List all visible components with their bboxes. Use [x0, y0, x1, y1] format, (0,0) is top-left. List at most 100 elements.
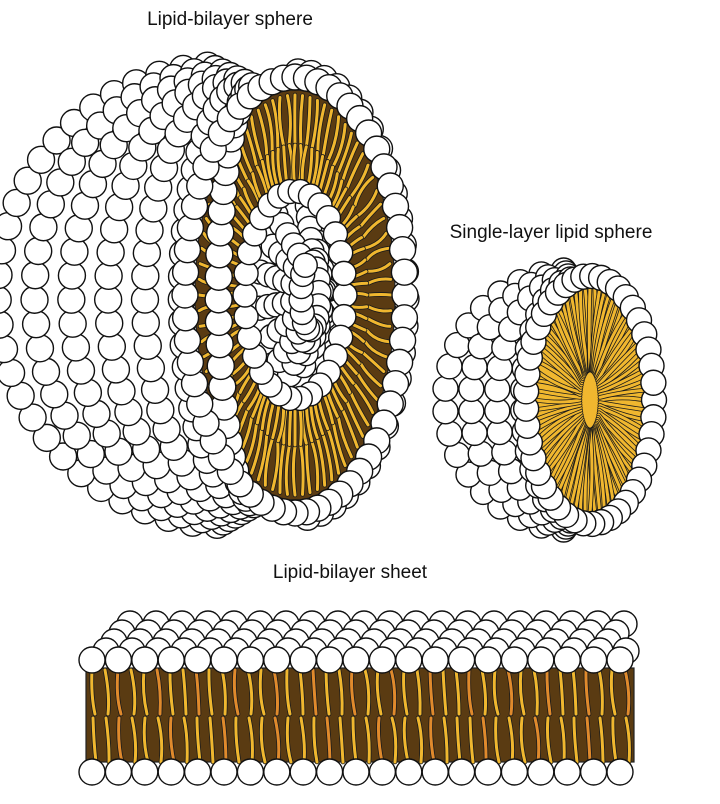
lipid-head [368, 646, 397, 674]
lipid-head [42, 126, 71, 155]
lipid-head [0, 334, 19, 364]
lipid-tail [467, 668, 474, 716]
lipid-tail [364, 716, 371, 764]
lipid-head [23, 236, 53, 266]
lipid-head [183, 646, 212, 674]
lipid-tail [519, 716, 527, 764]
lipid-tail [168, 716, 176, 764]
lipid-tail [258, 668, 266, 716]
lipid-tail [598, 406, 645, 431]
lipid-tail [366, 317, 392, 328]
lipid-tail [336, 416, 353, 459]
lipid-head [395, 646, 423, 674]
lipid-tail [578, 288, 590, 372]
lipid-tail [611, 716, 618, 764]
lipid-head [0, 236, 17, 265]
lipid-head [447, 758, 476, 786]
lipid-head [432, 398, 459, 425]
lipid-tail [518, 668, 526, 716]
lipid-tail [271, 441, 280, 491]
lipid-tail [285, 716, 293, 764]
lipid-tail [310, 441, 320, 491]
lipid-tail [597, 351, 642, 389]
lipid-tail [332, 122, 347, 167]
bilayer-sheet-label: Lipid-bilayer sheet [272, 562, 428, 583]
lipid-tail [492, 668, 500, 716]
lipid-tail [375, 668, 383, 716]
lipid-head [395, 758, 423, 786]
lipid-tail [367, 292, 393, 297]
lipid-tail [356, 189, 379, 218]
lipid-tail [234, 716, 241, 764]
lipid-tail [596, 326, 634, 383]
lipid-head [391, 281, 419, 309]
lipid-tail [284, 445, 291, 496]
lipid-head [66, 356, 96, 385]
lipid-tail [298, 668, 305, 716]
lipid-tail [271, 99, 280, 149]
lipid-tail [291, 445, 297, 497]
lipid-head [58, 309, 87, 338]
lipid-bilayer-sheet-illustration [78, 610, 640, 786]
lipid-tail [350, 668, 357, 716]
lipid-head [26, 145, 56, 175]
lipid-tail [598, 401, 647, 412]
lipid-head [13, 166, 42, 195]
lipid-head [315, 758, 344, 786]
lipid-tail [480, 668, 488, 716]
lipid-tail [141, 668, 149, 716]
lipid-head [20, 285, 49, 314]
lipid-tail [353, 382, 375, 415]
lipid-head [263, 758, 291, 786]
lipid-tail [363, 668, 371, 716]
lipid-head [500, 646, 529, 674]
lipid-tail [345, 152, 365, 190]
lipid-head [210, 646, 238, 674]
lipid-head [157, 758, 185, 786]
lipid-tail [595, 419, 631, 481]
lipid-tail [359, 202, 383, 228]
lipid-tail [428, 668, 435, 716]
lipid-tail [416, 716, 424, 764]
lipid-tail [598, 388, 647, 399]
lipid-tail [389, 668, 397, 716]
lipid-tail [441, 668, 448, 716]
single-layer-lipid-sphere-illustration [432, 257, 668, 543]
lipid-head [183, 758, 212, 786]
lipid-tail [585, 716, 592, 764]
lipid-head [32, 423, 62, 453]
lipid-tail [597, 411, 642, 449]
lipid-head [210, 758, 238, 786]
lipid-head [527, 758, 555, 786]
lipid-tail [533, 398, 582, 404]
lipid-tail [249, 115, 263, 162]
lipid-tail [208, 716, 215, 764]
lipid-tail [363, 340, 388, 359]
lipid-tail [559, 716, 566, 764]
lipid-head [171, 304, 200, 332]
lipid-head [157, 646, 185, 674]
lipid-tail [624, 716, 631, 764]
lipid-tail [337, 668, 344, 716]
lipid-tail [584, 668, 591, 716]
lipid-head [289, 646, 317, 674]
lipid-head [315, 646, 344, 674]
lipid-tail [299, 445, 305, 496]
lipid-head [131, 646, 159, 674]
lipid-head [458, 375, 485, 403]
lipid-tail [572, 716, 579, 764]
lipid-head [78, 646, 106, 674]
lipid-tail [543, 415, 584, 466]
lipid-tail [361, 351, 386, 374]
lipid-tail [597, 342, 640, 387]
lipid-head [94, 261, 123, 291]
lipid-tail [598, 716, 605, 764]
lipid-tail [336, 131, 353, 174]
lipid-head [57, 285, 86, 314]
lipid-tail [597, 668, 604, 716]
lipid-tail [155, 668, 162, 716]
lipid-head [447, 646, 476, 674]
lipid-head [131, 758, 159, 786]
lipid-head [0, 310, 14, 339]
lipid-tail [571, 668, 578, 716]
